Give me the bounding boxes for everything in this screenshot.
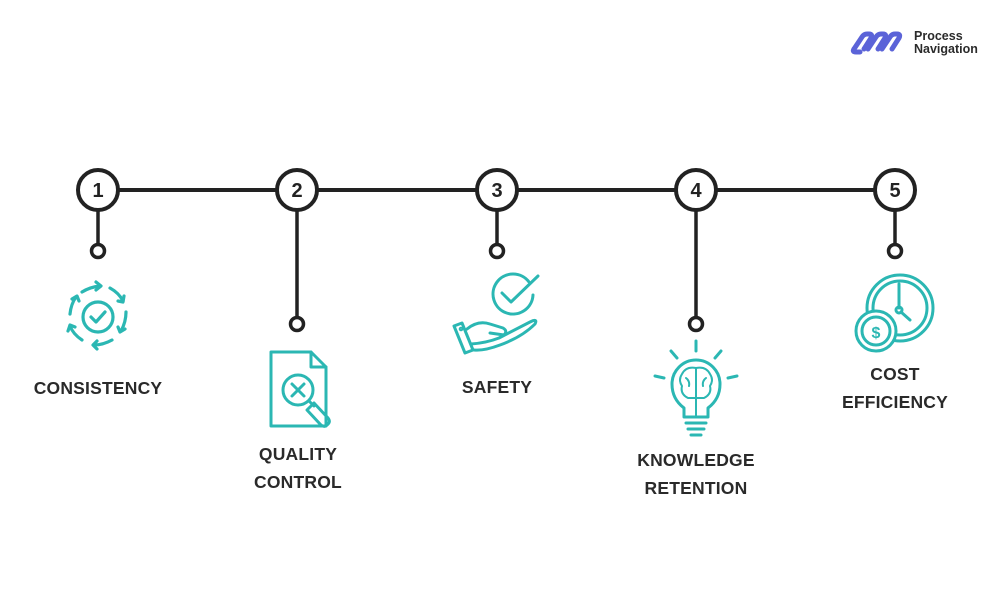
svg-text:$: $ — [872, 325, 881, 342]
step-label-4-line2: RETENTION — [644, 478, 748, 498]
hand-check-icon — [452, 272, 540, 355]
step-number-4: 4 — [690, 180, 702, 202]
clock-coin-icon: $ — [854, 273, 935, 353]
connector-dot-1 — [89, 242, 107, 260]
step-circle-5 — [873, 168, 917, 212]
brand-name: Process Navigation — [914, 30, 978, 56]
step-label-2-line1: QUALITY — [258, 444, 338, 464]
step-number-5: 5 — [889, 180, 900, 202]
step-label-4: KNOWLEDGE RETENTION — [596, 446, 796, 502]
step-label-5: COST EFFICIENCY — [795, 360, 995, 416]
step-number-1: 1 — [92, 180, 103, 202]
chain-links-icon — [850, 31, 903, 55]
step-label-5-line1: COST — [870, 364, 920, 384]
brand-name-line1: Process — [914, 29, 963, 43]
step-circle-2 — [275, 168, 319, 212]
lightbulb-brain-icon — [653, 339, 739, 437]
step-label-5-line2: EFFICIENCY — [841, 392, 949, 412]
step-circle-1 — [76, 168, 120, 212]
document-search-icon — [269, 350, 331, 428]
step-label-3: SAFETY — [397, 373, 597, 401]
step-circle-3 — [475, 168, 519, 212]
step-label-3-line1: SAFETY — [461, 377, 533, 397]
step-label-4-line1: KNOWLEDGE — [637, 450, 755, 470]
step-number-3: 3 — [491, 180, 502, 202]
connector-dot-2 — [288, 315, 306, 333]
step-label-1-line1: CONSISTENCY — [33, 378, 163, 398]
step-number-2: 2 — [291, 180, 302, 202]
step-label-2: QUALITY CONTROL — [198, 440, 398, 496]
brand-logo: Process Navigation — [848, 30, 978, 56]
step-label-1: CONSISTENCY — [0, 374, 198, 402]
step-label-2-line2: CONTROL — [254, 472, 342, 492]
connector-dot-5 — [886, 242, 904, 260]
cycle-check-icon — [66, 280, 128, 351]
connector-dot-3 — [488, 242, 506, 260]
connector-dot-4 — [687, 315, 705, 333]
brand-name-line2: Navigation — [914, 42, 978, 56]
step-circle-4 — [674, 168, 718, 212]
